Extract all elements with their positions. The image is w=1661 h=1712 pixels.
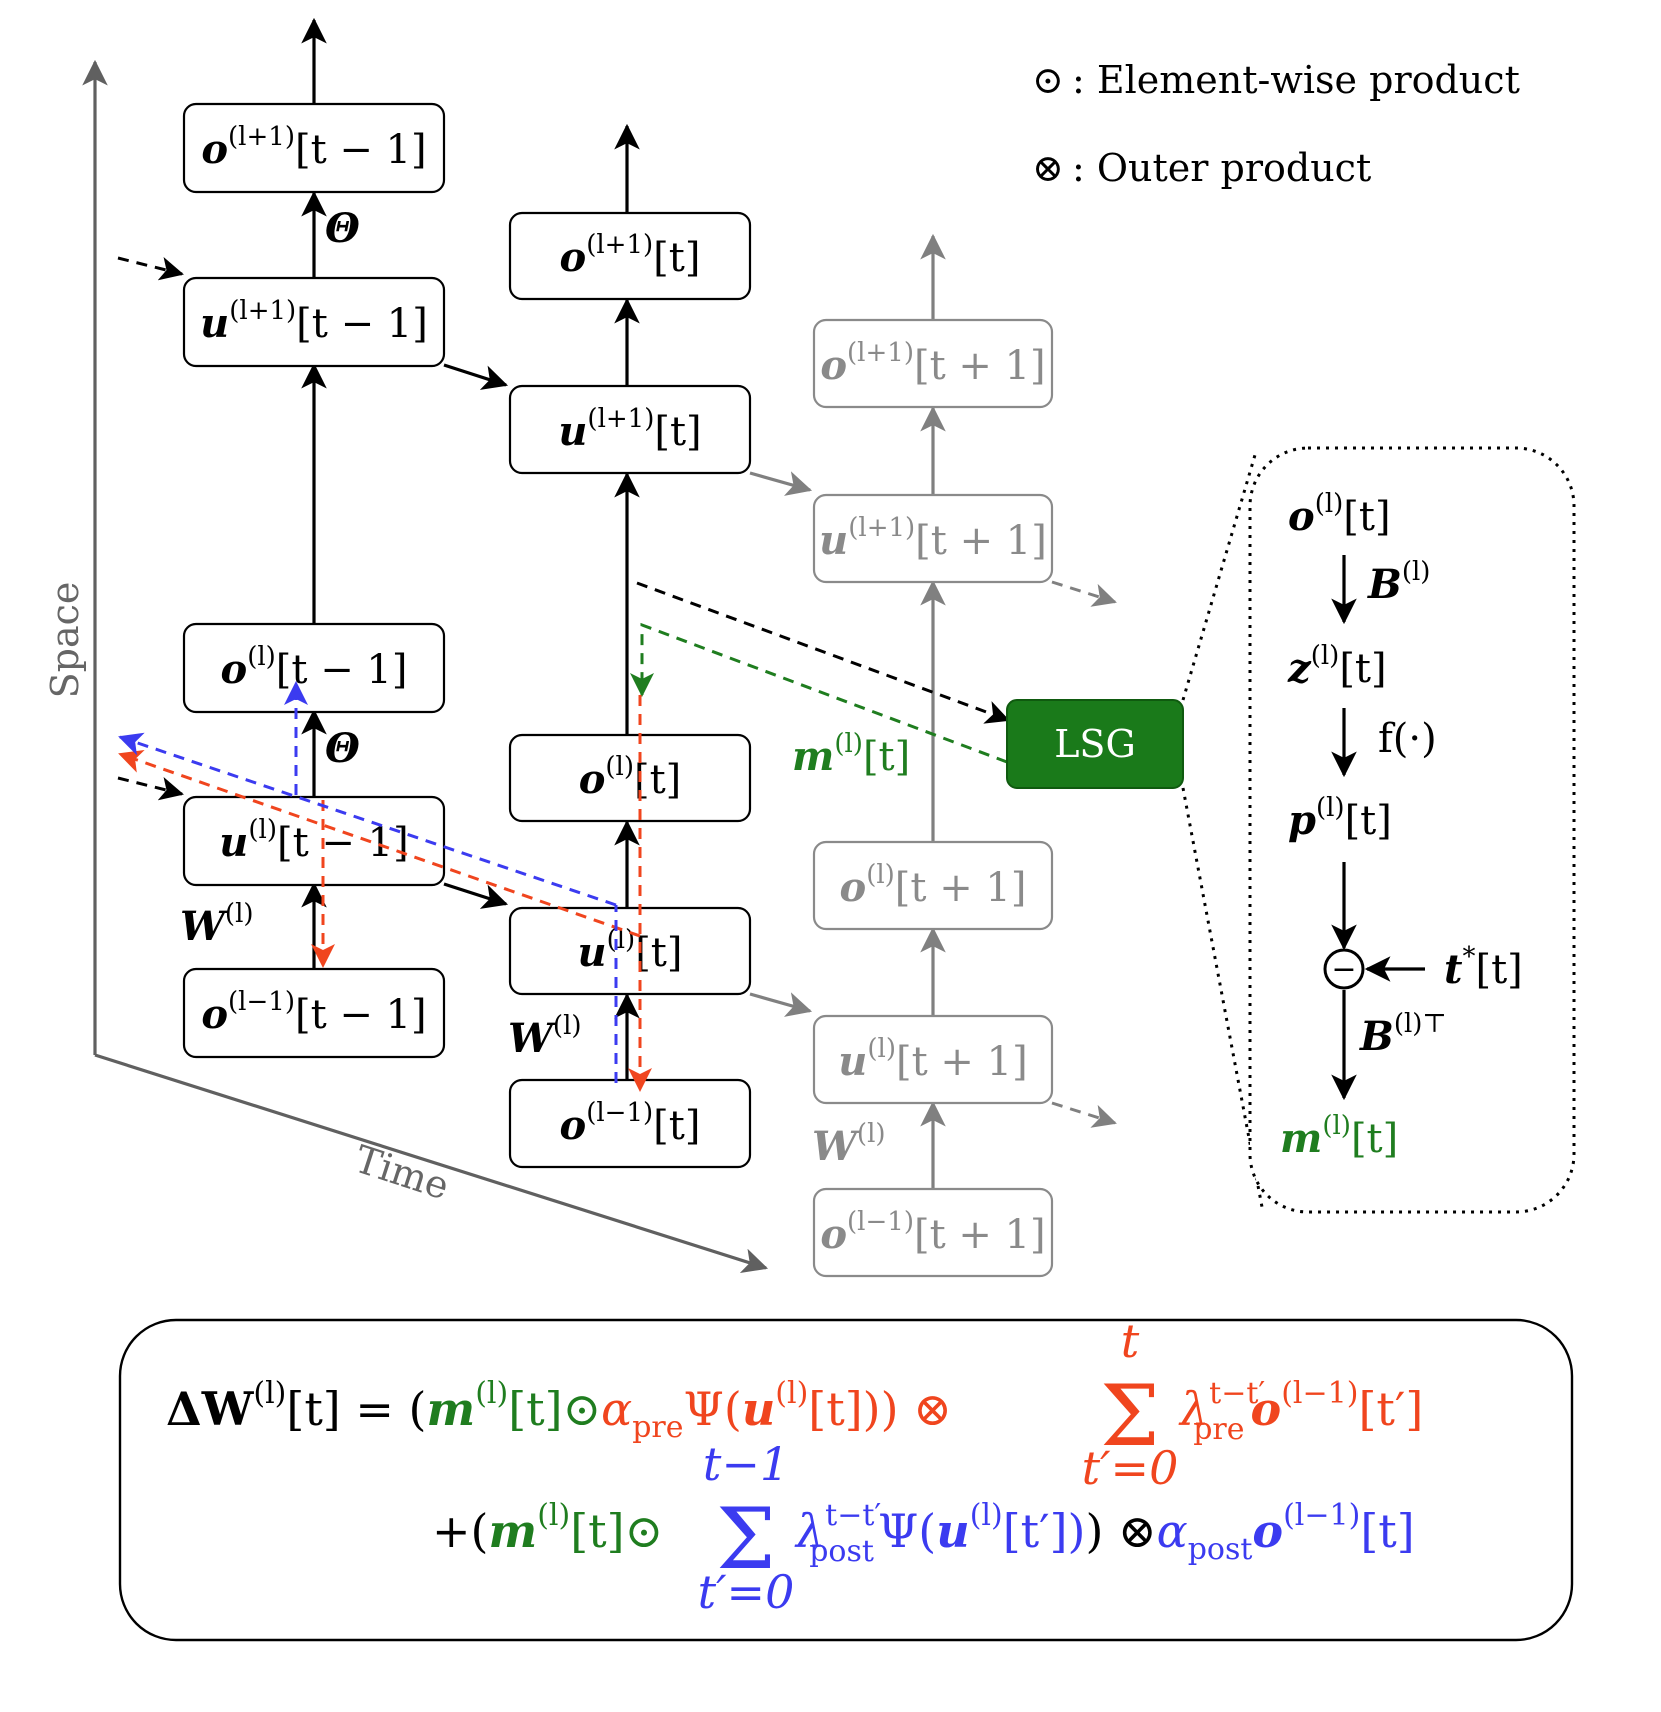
arrow-u-next-t-to-t-plus-1 [749, 471, 813, 496]
node-o-prev-t-plus-1 [812, 1187, 1054, 1278]
node-label: o(l−1)[t − 1] [201, 987, 426, 1038]
outer-symbol: ⊗ [1032, 146, 1064, 190]
node-label: u(l+1)[t − 1] [200, 296, 428, 347]
lsg-detail-o: o(l)[t] [1288, 489, 1391, 540]
sum-1-symbol: Σ [1100, 1367, 1159, 1465]
formula-line-2-head: +(m(l)[t]⊙ [432, 1498, 663, 1558]
time-axis-label: Time [350, 1137, 455, 1209]
node-o-prev-t-minus-1 [182, 967, 446, 1059]
update-rule-box [118, 1318, 1574, 1642]
dashed-in-next [117, 256, 184, 281]
node-label: o(l)[t] [579, 752, 682, 803]
formula-line-1: ΔW(l)[t] = (m(l)[t]⊙αpreΨ(u(l)[t])) ⊗ [166, 1376, 952, 1445]
node-o-cur-t-plus-1 [812, 840, 1054, 931]
lsg-detail-m: m(l)[t] [1280, 1111, 1398, 1162]
node-label: u(l+1)[t] [558, 404, 701, 455]
node-label: o(l+1)[t + 1] [820, 338, 1045, 389]
column-t-plus-1: W(l) o(l+1)[t + 1] u(l+1)[t + 1] o(l)[t … [812, 233, 1117, 1278]
node-label: o(l+1)[t − 1] [201, 122, 426, 173]
node-label: u(l)[t] [578, 925, 683, 976]
node-u-cur-t-minus-1 [182, 795, 446, 887]
sum-1-top: t [1121, 1314, 1140, 1368]
subtract-node [1323, 948, 1365, 990]
node-u-cur-t-plus-1 [812, 1014, 1054, 1105]
dashed-in-cur [117, 776, 184, 801]
dashed-out-cur [1051, 1101, 1117, 1128]
arrow-u-cur-t-minus-1-to-t [443, 882, 509, 909]
dashed-out-next [1051, 580, 1117, 607]
arrow-u-cur-t-to-t-plus-1 [749, 992, 813, 1017]
w-label-t: W(l) [508, 1011, 582, 1062]
node-o-next-t-minus-1 [182, 102, 446, 194]
lsg-detail-panel [1248, 446, 1576, 1214]
lsg-detail: o(l)[t] B(l) z(l)[t] f(·) p(l)[t] − t*[t… [1280, 489, 1523, 1162]
node-label: u(l)[t − 1] [219, 815, 408, 866]
learning-signal-path [630, 622, 1008, 764]
elementwise-legend-text: : Element-wise product [1072, 58, 1520, 102]
node-label: u(l+1)[t + 1] [819, 513, 1047, 564]
node-u-next-t-minus-1 [182, 276, 446, 368]
sum-1-bottom: t′=0 [1082, 1441, 1179, 1495]
time-axis [94, 1053, 769, 1274]
w-label-t-plus-1: W(l) [812, 1119, 886, 1170]
node-u-cur-t [508, 906, 752, 996]
sum-2-top: t−1 [703, 1437, 789, 1491]
lsg-detail-bt: B(l)⊤ [1359, 1009, 1447, 1060]
zoom-line-top [1181, 454, 1257, 701]
outer-legend-text: : Outer product [1072, 146, 1371, 190]
subtract-symbol: − [1331, 952, 1356, 987]
arrow-u-next-t-minus-1-to-t [443, 363, 509, 390]
elementwise-symbol: ⊙ [1032, 58, 1064, 102]
node-o-next-t [508, 211, 752, 301]
space-axis-label: Space [43, 582, 87, 699]
update-rule-line-1: ΔW(l)[t] = (m(l)[t]⊙αpreΨ(u(l)[t])) ⊗ t … [166, 1314, 1423, 1495]
update-rule-line-2: +(m(l)[t]⊙ t−1 Σ t′=0 λt−t′postΨ(u(l)[t′… [432, 1437, 1415, 1619]
lsg-label: LSG [1054, 722, 1136, 766]
column-t-minus-1: Θ Θ W(l) o(l+1)[t − 1] u(l+1)[t − 1] o(l… [117, 17, 446, 1059]
sum-2-bottom: t′=0 [698, 1565, 795, 1619]
lsg-detail-target: t*[t] [1444, 942, 1523, 993]
lsg-detail-b: B(l) [1367, 557, 1430, 608]
theta-label-bottom: Θ [325, 725, 360, 772]
pre-trace-diagonal [118, 749, 641, 938]
node-label: o(l−1)[t] [560, 1098, 701, 1149]
node-u-next-t-plus-1 [812, 493, 1054, 584]
formula-line-2-tail: λt−t′postΨ(u(l)[t′])) ⊗αposto(l−1)[t] [794, 1498, 1415, 1569]
legend: ⊙ : Element-wise product ⊗ : Outer produ… [1032, 58, 1520, 190]
column-t: W(l) o(l+1)[t] u(l+1)[t] o(l)[t] u(l)[t]… [508, 123, 752, 1169]
node-label: o(l+1)[t] [560, 230, 701, 281]
lsg-block [1006, 699, 1184, 789]
node-u-next-t [508, 384, 752, 475]
node-o-next-t-plus-1 [812, 318, 1054, 409]
lsg-detail-z: z(l)[t] [1287, 641, 1387, 692]
lsg-detail-p: p(l)[t] [1288, 793, 1392, 844]
signal-to-lsg [636, 581, 1010, 724]
node-o-cur-t-minus-1 [182, 622, 446, 714]
node-label: o(l)[t + 1] [840, 860, 1027, 911]
lsg-detail-f: f(·) [1378, 716, 1437, 762]
node-o-cur-t [508, 733, 752, 823]
node-label: o(l−1)[t + 1] [820, 1207, 1045, 1258]
sum-2-symbol: Σ [716, 1490, 775, 1588]
node-label: u(l)[t + 1] [838, 1034, 1027, 1085]
learning-signal-label: m(l)[t] [792, 729, 910, 780]
w-label-t-minus-1: W(l) [180, 899, 254, 950]
theta-label-top: Θ [325, 205, 360, 252]
